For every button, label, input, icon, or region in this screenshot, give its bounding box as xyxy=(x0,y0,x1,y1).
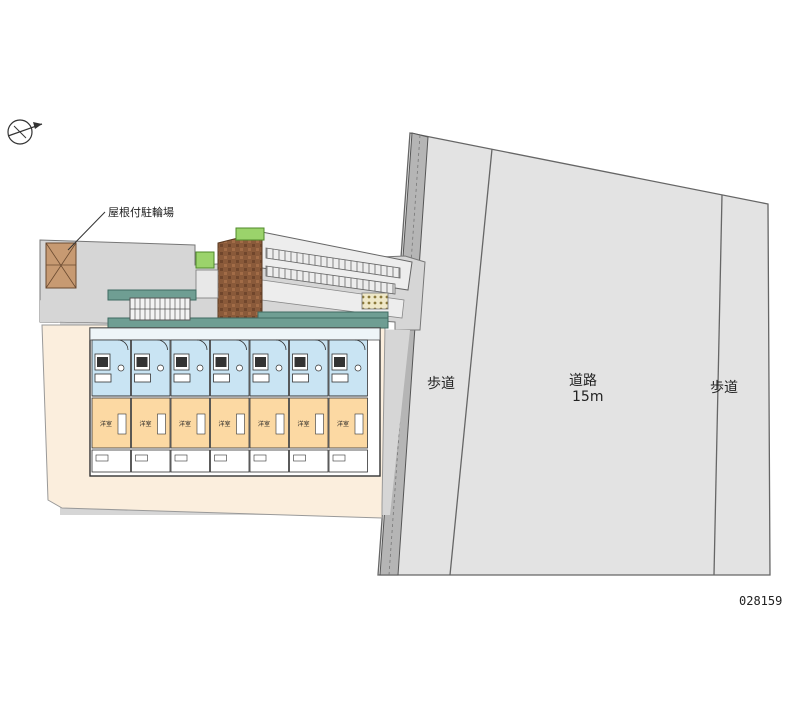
door-swing xyxy=(236,339,247,351)
door-swing xyxy=(275,339,287,351)
kitchen-counter xyxy=(94,373,112,383)
room-label: 洋室 xyxy=(140,420,152,428)
room-label: 洋室 xyxy=(298,420,310,428)
apartment-unit: 洋室 xyxy=(328,339,368,473)
room-label: 洋室 xyxy=(179,420,191,428)
paved-walk xyxy=(195,269,219,299)
toilet-icon xyxy=(117,364,125,372)
apartment-unit: 洋室 xyxy=(210,339,250,473)
ac-unit-icon xyxy=(95,454,109,462)
covered-bike-parking xyxy=(45,242,77,289)
toilet-icon xyxy=(315,364,322,372)
room-floor xyxy=(210,397,250,449)
kitchen-counter xyxy=(331,373,349,383)
toilet-icon xyxy=(236,364,243,372)
door-swing xyxy=(354,339,366,351)
apartment-unit: 洋室 xyxy=(249,339,289,473)
ac-unit-icon xyxy=(332,454,346,462)
toilet-icon xyxy=(196,364,204,372)
planter-small xyxy=(361,292,389,310)
door-swing xyxy=(117,339,129,351)
road-surface xyxy=(377,132,771,576)
covered-bike-parking-label: 屋根付駐輪場 xyxy=(108,205,174,219)
road-width-label: 15m xyxy=(572,389,603,405)
toilet-icon xyxy=(275,364,283,372)
apartment-unit: 洋室 xyxy=(289,339,329,473)
brick-paving xyxy=(217,231,263,323)
greenery-patch-1 xyxy=(195,251,215,269)
ac-unit-icon xyxy=(135,454,148,462)
bathtub-icon xyxy=(136,357,148,367)
staircase xyxy=(129,297,191,321)
apartment-building: 洋室 洋室 洋室 洋室 洋室 洋室 洋室 xyxy=(89,327,381,477)
kitchen-counter xyxy=(173,373,191,383)
apartment-unit: 洋室 xyxy=(170,339,210,473)
ac-unit-icon xyxy=(174,454,188,462)
bike-racks xyxy=(261,231,413,319)
apartment-unit: 洋室 xyxy=(131,339,171,473)
bathtub-icon xyxy=(215,357,227,367)
sidewalk-edge-right xyxy=(713,194,723,576)
property-code: 028159 xyxy=(739,594,782,608)
road-area xyxy=(377,132,771,576)
door-swing xyxy=(196,339,208,351)
closet xyxy=(117,413,127,435)
toilet-icon xyxy=(157,364,164,372)
room-label: 洋室 xyxy=(219,420,231,428)
kitchen-counter xyxy=(292,373,309,383)
closet xyxy=(196,413,206,435)
bathtub-icon xyxy=(97,357,108,367)
closet xyxy=(236,413,245,435)
bathtub-icon xyxy=(176,357,187,367)
bathtub-icon xyxy=(255,357,266,367)
bathtub-icon xyxy=(334,357,345,367)
ac-unit-icon xyxy=(293,454,306,462)
sidewalk-left-label: 歩道 xyxy=(427,376,455,392)
door-swing xyxy=(315,339,326,351)
road-name-label: 道路 xyxy=(569,373,597,389)
units-layer: 洋室 洋室 洋室 洋室 洋室 洋室 洋室 xyxy=(91,339,368,473)
bike-parking-leader-line xyxy=(67,211,106,251)
sidewalk-right-label: 歩道 xyxy=(710,380,738,396)
closet xyxy=(354,413,364,435)
kitchen-counter xyxy=(134,373,151,383)
apartment-unit: 洋室 xyxy=(91,339,131,473)
greenery-patch-2 xyxy=(235,227,265,241)
closet xyxy=(157,413,166,435)
room-label: 洋室 xyxy=(100,420,112,428)
closet xyxy=(275,413,285,435)
kitchen-counter xyxy=(252,373,270,383)
door-swing xyxy=(157,339,168,351)
north-arrow-icon xyxy=(7,119,43,145)
room-label: 洋室 xyxy=(258,420,270,428)
sidewalk-edge-left xyxy=(449,148,493,576)
closet xyxy=(315,413,324,435)
ac-unit-icon xyxy=(253,454,267,462)
kitchen-counter xyxy=(213,373,230,383)
toilet-icon xyxy=(354,364,362,372)
bathtub-icon xyxy=(294,357,306,367)
room-label: 洋室 xyxy=(337,420,349,428)
ac-unit-icon xyxy=(214,454,227,462)
